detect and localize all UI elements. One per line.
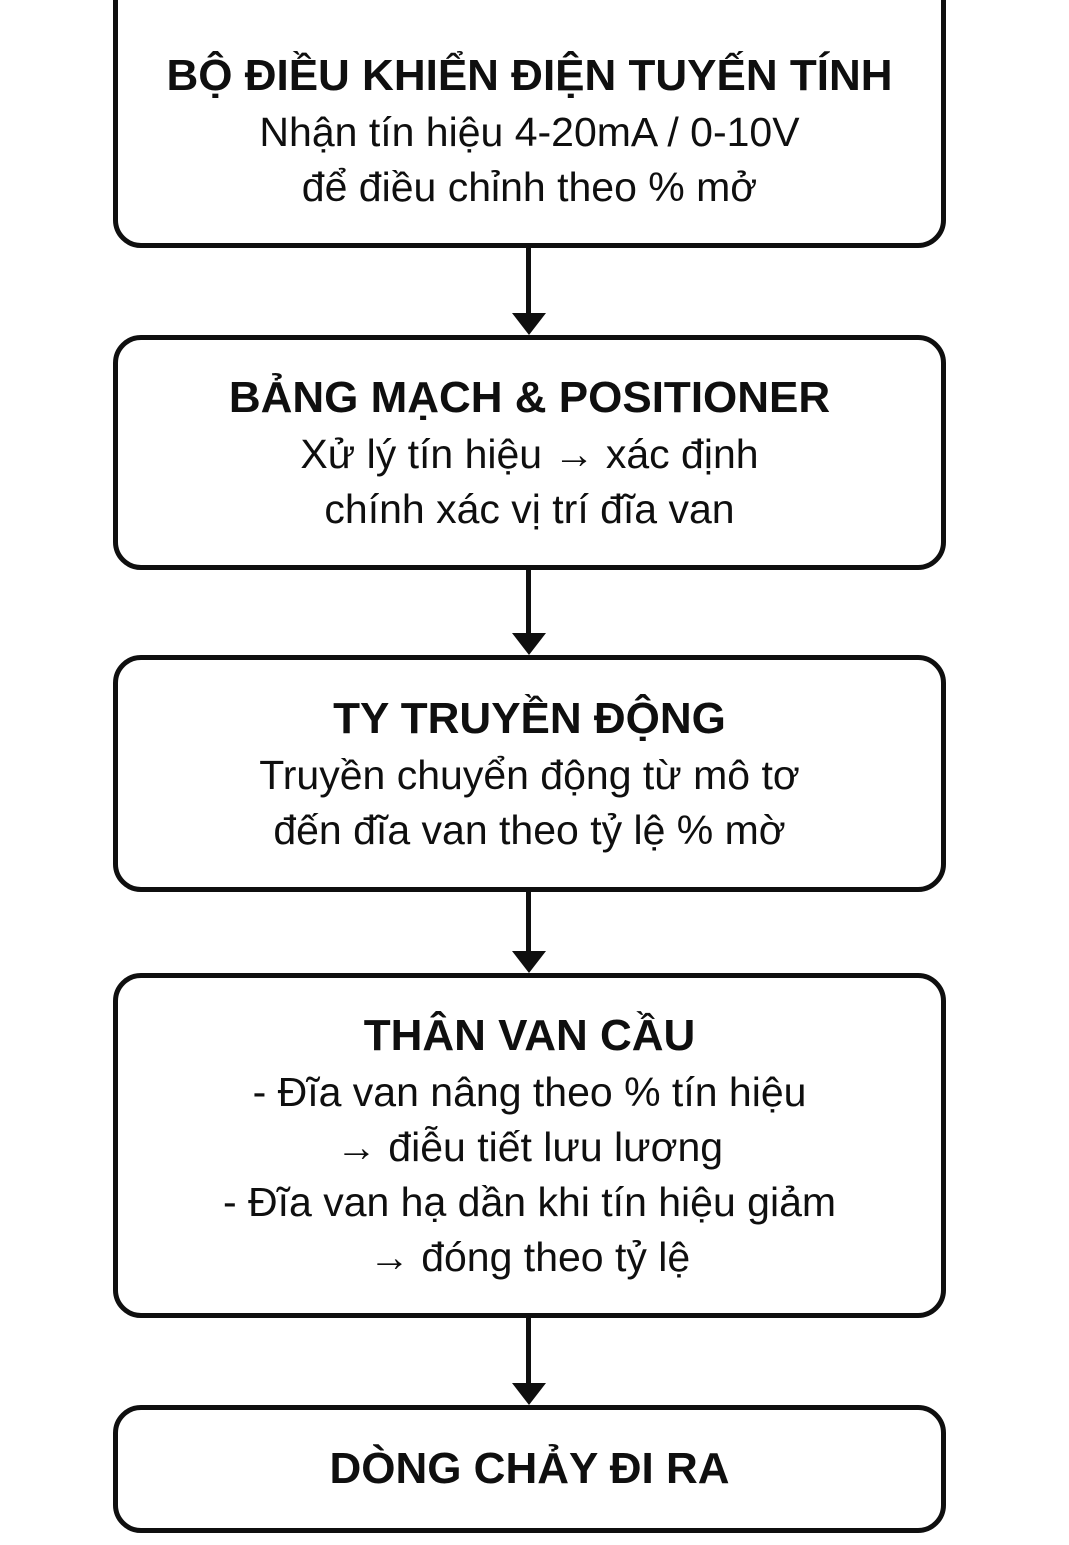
arrow-head bbox=[512, 633, 546, 655]
node-globe-valve-body: THÂN VAN CẦU - Đĩa van nâng theo % tín h… bbox=[113, 973, 946, 1318]
node-title: TY TRUYỀN ĐỘNG bbox=[333, 693, 726, 743]
node-line: → đóng theo tỷ lệ bbox=[368, 1233, 691, 1280]
flow-arrow-down-icon bbox=[512, 246, 546, 335]
flow-arrow-down-icon bbox=[512, 568, 546, 655]
node-line: Nhận tín hiệu 4-20mA / 0-10V bbox=[259, 109, 800, 155]
node-line: - Đĩa van nâng theo % tín hiệu bbox=[252, 1068, 807, 1115]
arrow-stem bbox=[526, 246, 531, 315]
node-circuit-board-positioner: BẢNG MẠCH & POSITIONER Xử lý tín hiệu → … bbox=[113, 335, 946, 570]
node-line: → điễu tiết lưu lương bbox=[335, 1123, 724, 1170]
flow-arrow-down-icon bbox=[512, 1316, 546, 1405]
node-title: DÒNG CHẢY ĐI RA bbox=[329, 1444, 730, 1493]
arrow-stem bbox=[526, 890, 531, 953]
node-line: để điều chỉnh theo % mở bbox=[301, 164, 758, 210]
node-actuator-stem: TY TRUYỀN ĐỘNG Truyền chuyển động từ mô … bbox=[113, 655, 946, 892]
arrow-head bbox=[512, 951, 546, 973]
node-line: đến đĩa van theo tỷ lệ % mờ bbox=[273, 806, 786, 853]
node-linear-electric-controller: BỘ ĐIỀU KHIỂN ĐIỆN TUYẾN TÍNH Nhận tín h… bbox=[113, 0, 946, 248]
arrow-head bbox=[512, 313, 546, 335]
node-line: Xử lý tín hiệu → xác định bbox=[300, 430, 759, 477]
node-line: chính xác vị trí đĩa van bbox=[324, 485, 735, 532]
node-outgoing-flow: DÒNG CHẢY ĐI RA bbox=[113, 1405, 946, 1533]
arrow-head bbox=[512, 1383, 546, 1405]
node-title: BẢNG MẠCH & POSITIONER bbox=[228, 372, 831, 422]
node-line: Truyền chuyển động từ mô tơ bbox=[259, 751, 800, 798]
node-title: BỘ ĐIỀU KHIỂN ĐIỆN TUYẾN TÍNH bbox=[166, 51, 893, 100]
arrow-stem bbox=[526, 1316, 531, 1385]
node-line: - Đĩa van hạ dần khi tín hiệu giảm bbox=[222, 1178, 837, 1225]
node-title: THÂN VAN CẦU bbox=[363, 1010, 696, 1060]
arrow-stem bbox=[526, 568, 531, 635]
flow-arrow-down-icon bbox=[512, 890, 546, 973]
